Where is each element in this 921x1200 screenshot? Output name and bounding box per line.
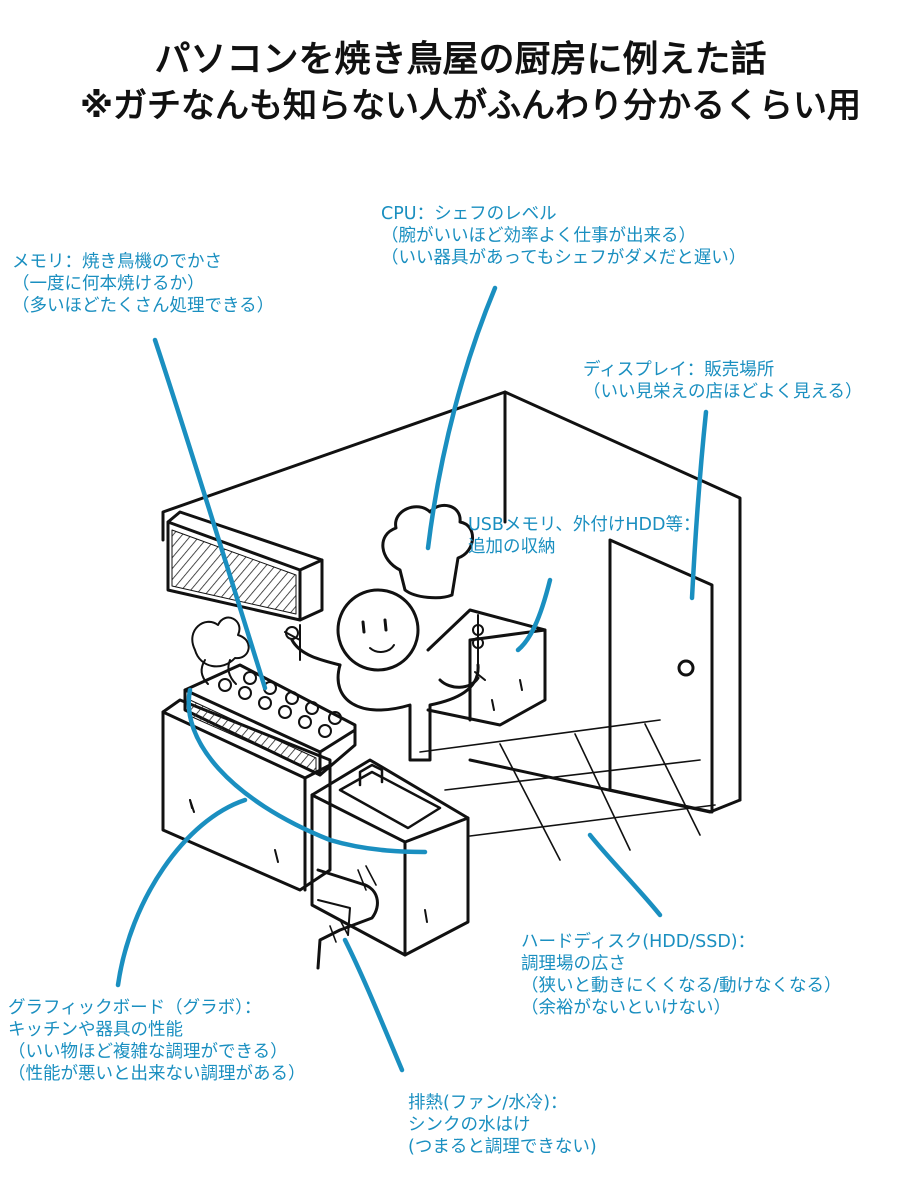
annotation-display-line: （いい見栄えの店ほどよく見える） [583,381,862,403]
drain-pipe [318,870,377,968]
sink-counter [312,760,468,955]
annotation-graphics-line: （いい物ほど複雑な調理ができる） [8,1041,306,1063]
annotation-hdd-line: 調理場の広さ [521,953,842,975]
annotation-graphics-line: （性能が悪いと出来ない調理がある） [8,1063,306,1085]
annotation-usb-line: 追加の収納 [468,536,700,558]
annotation-cpu-title: CPU：シェフのレベル [381,203,746,225]
annotation-hdd-line: （狭いと動きにくくなる/動けなくなる） [521,975,842,997]
chef-hat [383,505,473,597]
annotation-cooling-title: 排熱(ファン/水冷)： [408,1092,597,1114]
annotation-hdd-title: ハードディスク(HDD/SSD)： [521,931,842,953]
annotation-graphics-title: グラフィックボード（グラボ）： [8,997,306,1019]
annotation-cpu-line: （いい器具があってもシェフがダメだと遅い） [381,247,746,269]
annotation-hdd-line: （余裕がないといけない） [521,997,842,1019]
pointer-hdd [590,835,660,915]
annotation-hdd: ハードディスク(HDD/SSD)： 調理場の広さ （狭いと動きにくくなる/動けな… [521,931,842,1019]
annotation-cooling: 排熱(ファン/水冷)： シンクの水はけ (つまると調理できない) [408,1092,597,1158]
annotation-usb-title: USBメモリ、外付けHDD等： [468,514,700,536]
room-wall-back-corner [505,392,740,800]
sink-basin [340,772,440,828]
steam [192,618,248,667]
pointer-display [692,412,706,598]
room-wall-right-bottom [470,760,740,812]
annotation-cooling-line: シンクの水はけ [408,1114,597,1136]
annotation-cooling-line: (つまると調理できない) [408,1136,597,1158]
pointer-cooling [345,940,402,1070]
floor-tiles [420,720,715,860]
pointer-memory [155,340,265,688]
pointer-graphics [118,800,245,985]
annotation-display: ディスプレイ：販売場所 （いい見栄えの店ほどよく見える） [583,359,862,403]
chef-head [338,590,418,670]
annotation-graphics-line: キッチンや器具の性能 [8,1019,306,1041]
storage-box [428,610,545,725]
annotation-display-title: ディスプレイ：販売場所 [583,359,862,381]
door [610,540,712,812]
annotation-usb: USBメモリ、外付けHDD等： 追加の収納 [468,514,700,558]
chef-body [338,665,478,760]
annotation-cpu: CPU：シェフのレベル （腕がいいほど効率よく仕事が出来る） （いい器具があって… [381,203,746,269]
annotation-graphics: グラフィックボード（グラボ）： キッチンや器具の性能 （いい物ほど複雑な調理がで… [8,997,306,1085]
annotation-cpu-line: （腕がいいほど効率よく仕事が出来る） [381,225,746,247]
annotation-memory-title: メモリ：焼き鳥機のでかさ [12,251,274,273]
annotation-memory-line: （多いほどたくさん処理できる） [12,295,274,317]
annotation-memory: メモリ：焼き鳥機のでかさ （一度に何本焼けるか） （多いほどたくさん処理できる） [12,251,274,317]
annotation-memory-line: （一度に何本焼けるか） [12,273,274,295]
door-knob [679,661,693,675]
pointer-cpu [428,288,495,548]
